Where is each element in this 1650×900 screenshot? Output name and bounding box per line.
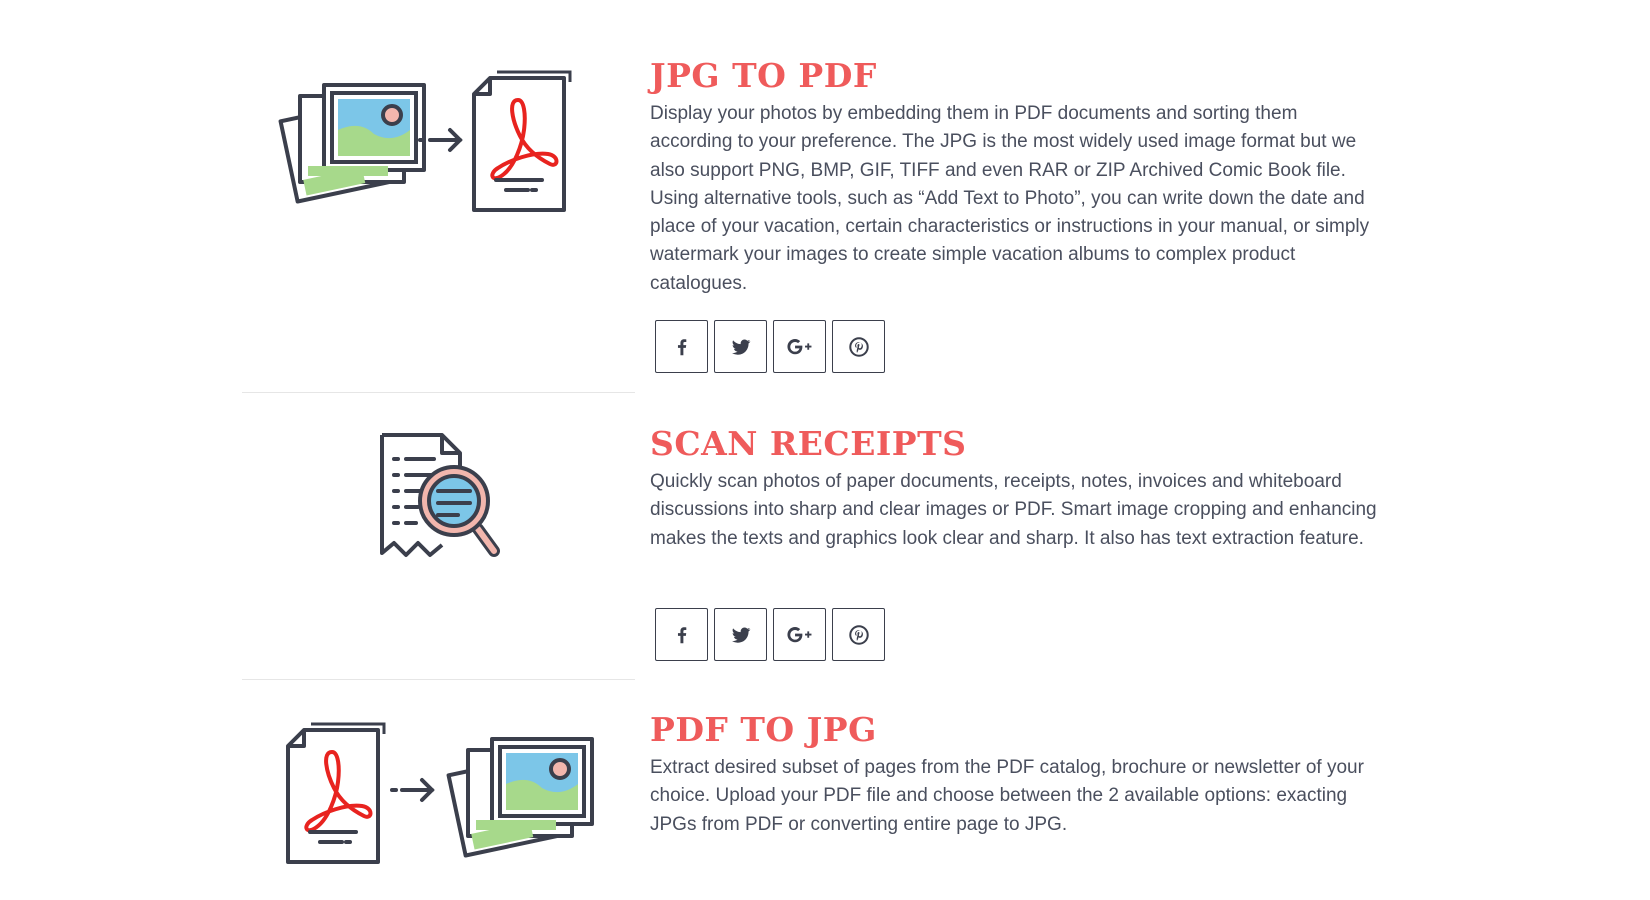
pdf-to-jpg-illustration <box>242 718 632 888</box>
pinterest-icon <box>848 624 869 645</box>
google-plus-share-button[interactable] <box>773 320 826 373</box>
share-buttons <box>655 608 885 661</box>
scan-receipt-icon <box>380 433 500 557</box>
section-content: SCAN RECEIPTS Quickly scan photos of pap… <box>650 424 1380 553</box>
twitter-share-button[interactable] <box>714 320 767 373</box>
section-description: Display your photos by embedding them in… <box>650 103 1370 294</box>
scan-receipt-illustration <box>242 425 632 595</box>
section-content: PDF TO JPG Extract desired subset of pag… <box>650 710 1380 839</box>
facebook-icon <box>677 626 686 643</box>
google-plus-icon <box>786 626 811 642</box>
facebook-share-button[interactable] <box>655 320 708 373</box>
twitter-icon <box>731 339 750 355</box>
section-title: PDF TO JPG <box>650 710 877 749</box>
facebook-icon <box>677 338 686 355</box>
pinterest-share-button[interactable] <box>832 608 885 661</box>
section-title: SCAN RECEIPTS <box>650 424 967 463</box>
twitter-share-button[interactable] <box>714 608 767 661</box>
pdf-to-jpg-icon <box>286 722 594 864</box>
google-plus-share-button[interactable] <box>773 608 826 661</box>
section-content: JPG TO PDF Display your photos by embedd… <box>650 56 1380 298</box>
section-title: JPG TO PDF <box>650 56 877 95</box>
share-buttons <box>655 320 885 373</box>
twitter-icon <box>731 627 750 643</box>
pinterest-icon <box>848 336 869 357</box>
google-plus-icon <box>786 338 811 354</box>
section-divider <box>242 679 635 680</box>
facebook-share-button[interactable] <box>655 608 708 661</box>
section-description: Quickly scan photos of paper documents, … <box>650 471 1377 549</box>
section-divider <box>242 392 635 393</box>
pinterest-share-button[interactable] <box>832 320 885 373</box>
jpg-to-pdf-illustration <box>242 60 632 230</box>
section-description: Extract desired subset of pages from the… <box>650 757 1364 835</box>
jpg-to-pdf-icon <box>278 70 572 212</box>
